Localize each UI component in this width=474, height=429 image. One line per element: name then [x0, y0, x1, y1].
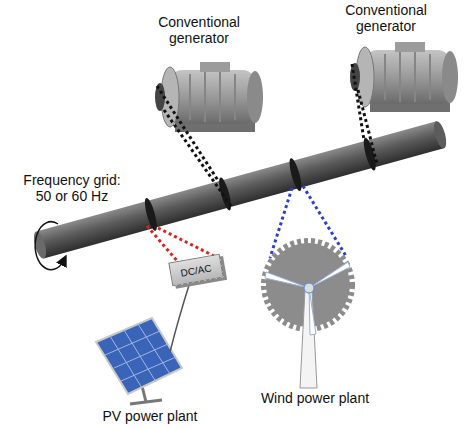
- shaft-ring: [143, 197, 160, 232]
- generator-fins: [385, 52, 430, 102]
- generator-fins: [190, 72, 235, 122]
- shaft-ring: [287, 157, 304, 192]
- panel-grid: [105, 324, 176, 388]
- black-belt: [352, 64, 377, 164]
- generator-cap: [442, 51, 458, 103]
- generator-terminal: [200, 62, 230, 72]
- part-label: Conventional generator: [143, 14, 255, 46]
- generator-terminal: [395, 42, 425, 52]
- turbine-blade: [309, 288, 316, 335]
- black-belt: [157, 86, 231, 206]
- part-label: Frequency grid: 50 or 60 Hz: [16, 172, 128, 204]
- rotation-arrow: [35, 222, 64, 270]
- part-label: PV power plant: [75, 408, 225, 424]
- panel-stand: [130, 400, 162, 404]
- generator-cap: [247, 71, 263, 123]
- turbine-tower: [300, 290, 317, 388]
- pv-panel: [96, 318, 182, 394]
- part-label: Conventional generator: [330, 2, 442, 34]
- inverter-text: DC/AC: [180, 262, 213, 278]
- part-label: Wind power plant: [240, 390, 390, 406]
- turbine-blade: [309, 262, 350, 288]
- shaft-end: [31, 230, 48, 260]
- panel-cable: [170, 282, 190, 352]
- turbine-hub: [304, 283, 314, 293]
- generator-body: [170, 70, 255, 124]
- turbine-blade: [265, 272, 309, 288]
- generator-body: [365, 50, 450, 104]
- shaft-end: [432, 120, 449, 150]
